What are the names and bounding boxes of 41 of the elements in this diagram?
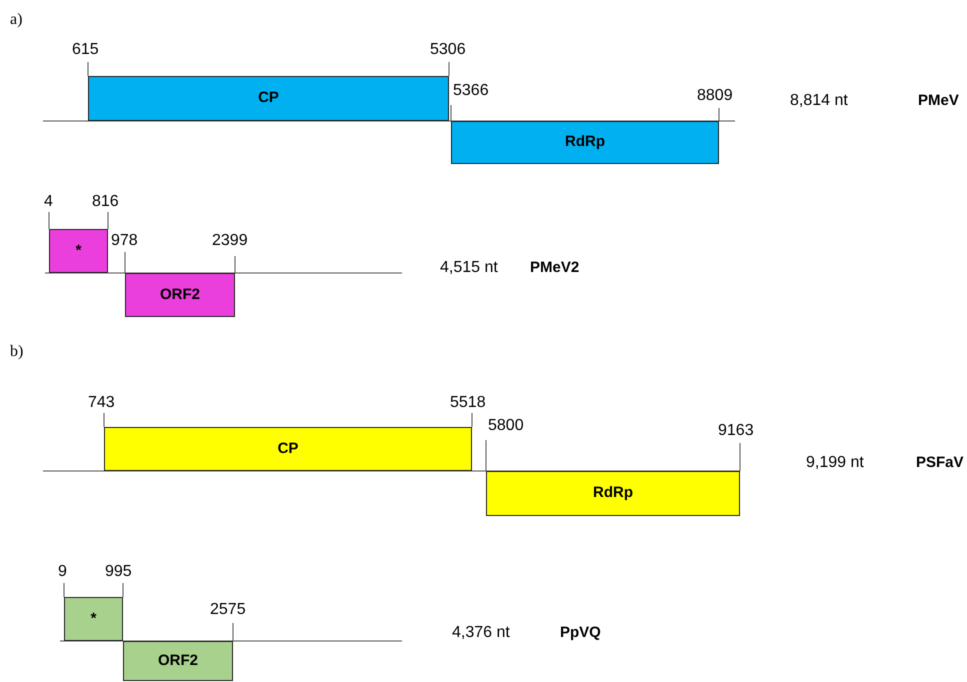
genome-length-label: 4,515 nt xyxy=(440,260,498,276)
position-label: 5800 xyxy=(488,418,524,434)
gene-box xyxy=(451,121,719,164)
position-label: 978 xyxy=(111,233,138,249)
position-label: 5518 xyxy=(450,395,486,411)
gene-box xyxy=(49,229,108,273)
genome-length-label: 8,814 nt xyxy=(790,93,848,109)
position-label: 816 xyxy=(92,194,119,210)
gene-label: * xyxy=(90,608,96,629)
gene-box xyxy=(64,597,123,641)
position-label: 8809 xyxy=(697,88,733,104)
gene-box xyxy=(125,273,235,317)
gene-label: CP xyxy=(278,438,298,459)
panel-label: b) xyxy=(10,344,24,360)
gene-label: RdRp xyxy=(593,483,633,504)
gene-box xyxy=(123,641,233,681)
position-label: 9163 xyxy=(718,423,754,439)
position-label: 5306 xyxy=(430,42,466,58)
virus-name-label: PMeV2 xyxy=(530,260,580,275)
genome-length-label: 9,199 nt xyxy=(806,455,864,471)
virus-name-label: PSFaV xyxy=(916,455,964,470)
position-label: 2575 xyxy=(210,602,246,618)
gene-label: RdRp xyxy=(565,132,605,152)
position-label: 743 xyxy=(88,395,115,411)
gene-label: CP xyxy=(258,88,279,108)
gene-box xyxy=(88,76,449,121)
virus-name-label: PpVQ xyxy=(560,625,601,640)
gene-label: * xyxy=(76,240,82,261)
position-label: 5366 xyxy=(453,83,489,99)
position-label: 2399 xyxy=(212,233,248,249)
panel-label: a) xyxy=(10,12,22,28)
gene-box xyxy=(104,427,472,471)
gene-label: ORF2 xyxy=(158,650,198,671)
gene-label: ORF2 xyxy=(160,284,200,305)
virus-name-label: PMeV xyxy=(918,93,959,108)
position-label: 995 xyxy=(105,564,132,580)
position-label: 9 xyxy=(58,564,67,580)
position-label: 615 xyxy=(72,42,99,58)
position-label: 4 xyxy=(44,194,53,210)
gene-box xyxy=(486,471,740,516)
genome-length-label: 4,376 nt xyxy=(452,625,510,641)
